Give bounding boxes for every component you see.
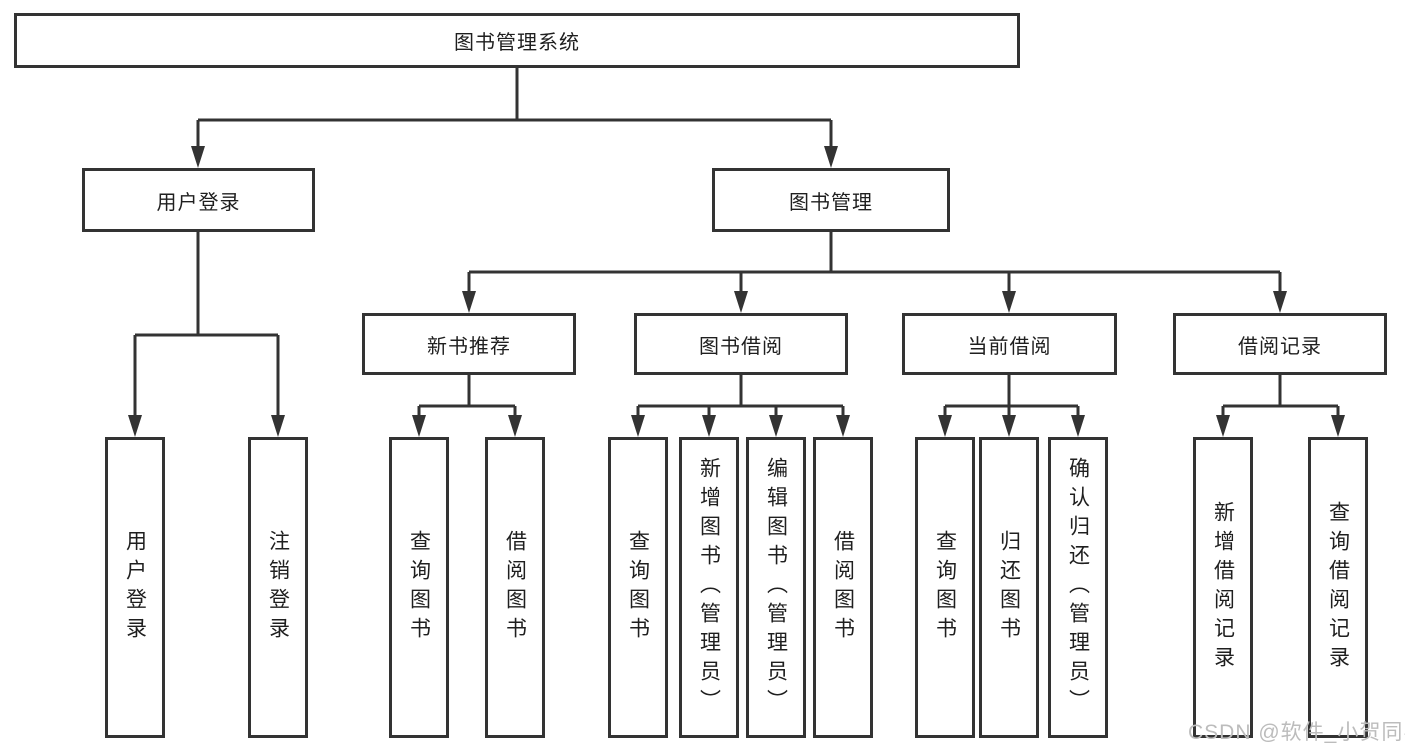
leaf-current-confirm-admin: 确认归还（管理员） [1048, 437, 1108, 738]
node-new-books: 新书推荐 [362, 313, 576, 375]
leaf-newbooks-borrow: 借阅图书 [485, 437, 545, 738]
leaf-logout: 注销登录 [248, 437, 308, 738]
node-borrow-records: 借阅记录 [1173, 313, 1387, 375]
leaf-user-login: 用户登录 [105, 437, 165, 738]
leaf-borrow-borrow: 借阅图书 [813, 437, 873, 738]
leaf-borrow-query: 查询图书 [608, 437, 668, 738]
watermark: CSDN @软件_小贺同学 [1188, 721, 1405, 744]
leaf-records-add: 新增借阅记录 [1193, 437, 1253, 738]
node-book-management: 图书管理 [712, 168, 950, 232]
node-current-borrow: 当前借阅 [902, 313, 1117, 375]
leaf-borrow-edit-admin: 编辑图书（管理员） [746, 437, 806, 738]
leaf-borrow-add-admin: 新增图书（管理员） [679, 437, 739, 738]
node-root: 图书管理系统 [14, 13, 1020, 68]
node-user-login: 用户登录 [82, 168, 315, 232]
leaf-current-query: 查询图书 [915, 437, 975, 738]
leaf-newbooks-query: 查询图书 [389, 437, 449, 738]
leaf-current-return: 归还图书 [979, 437, 1039, 738]
leaf-records-query: 查询借阅记录 [1308, 437, 1368, 738]
node-book-borrow: 图书借阅 [634, 313, 848, 375]
